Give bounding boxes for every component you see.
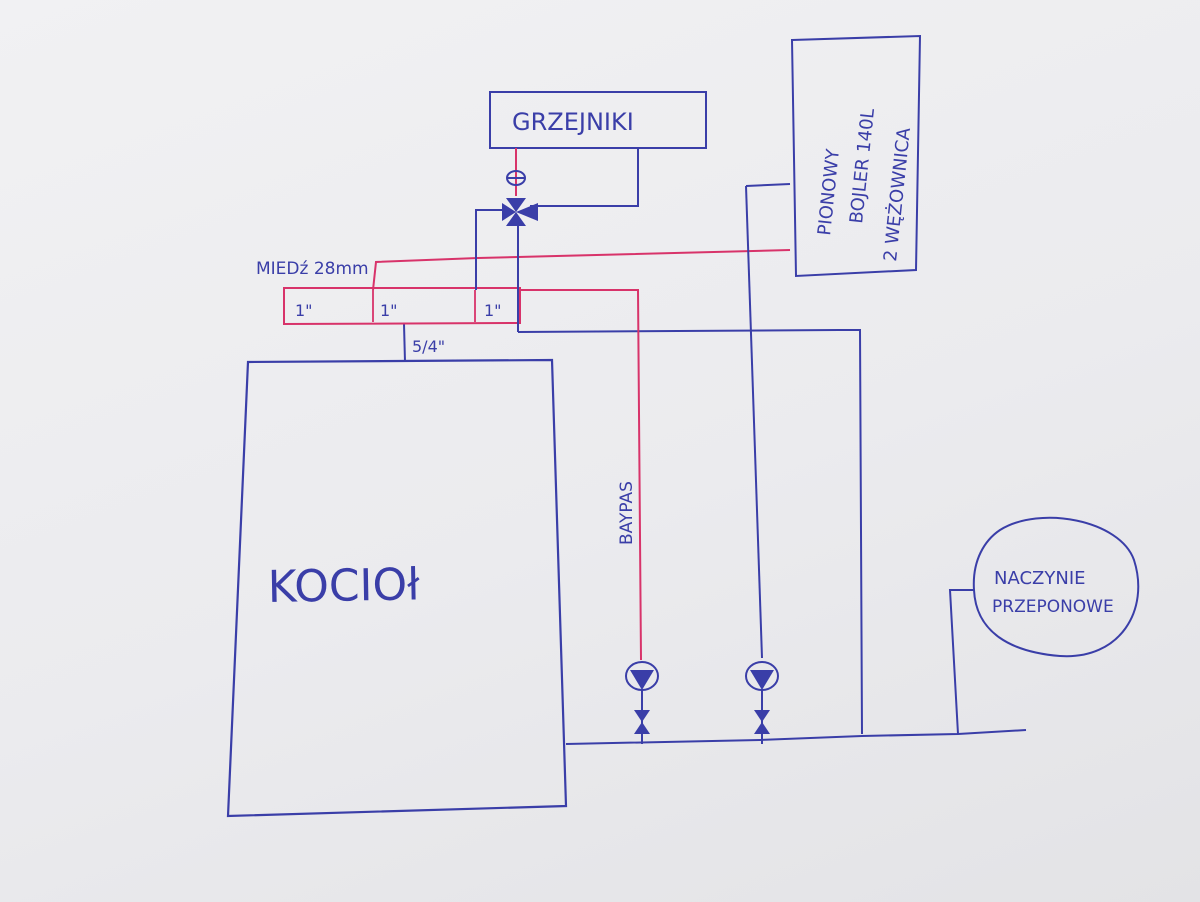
expansion-vessel [972,516,1140,658]
pipe-1-label-b: 1" [380,301,398,320]
vessel-label-line2: PRZEPONOWE [992,597,1114,617]
vertical-boiler-box [790,34,922,278]
copper-pipe-label: MIEDź 28mm [256,259,369,279]
pipe-1-label-a: 1" [295,301,313,320]
three-way-valve-icon [502,198,538,226]
radiator-return-pipe [530,148,639,207]
manifold-box [283,287,521,326]
pipe-5-4-label: 5/4" [412,337,445,356]
radiators-box [489,91,707,149]
coil-pipe [745,183,791,187]
radiators-label: GRZEJNIKI [512,108,634,136]
boiler-box [226,358,568,818]
boiler-140-line1: PIONOWY [814,147,844,236]
return-header [517,329,863,735]
pump-icon [625,661,659,691]
vessel-pipe [948,589,974,735]
bypass-pipe [520,289,642,661]
bottom-return-line [565,729,1027,745]
coil-drop [745,185,763,659]
valve-to-manifold [475,209,508,290]
vessel-label-line1: NACZYNIE [994,568,1086,589]
boiler-140-line3: 2 WĘŻOWNICA [880,126,915,262]
pump-icon [745,661,779,691]
pipe-5-4 [403,323,406,363]
pipe-1-label-c: 1" [484,301,502,320]
copper-pipe [372,249,791,291]
boiler-label: KOCIOł [267,559,420,613]
boiler-140-line2: BOJLER 140L [846,107,879,224]
bypass-label: BAYPAS [617,481,637,545]
